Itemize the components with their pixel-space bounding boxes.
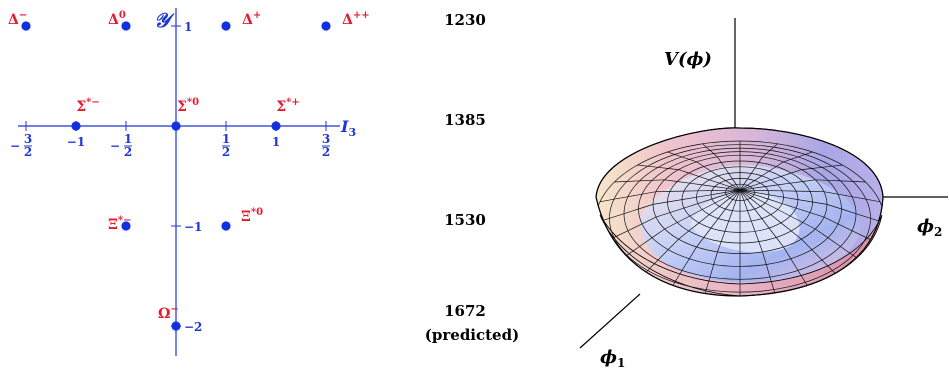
x-tick-label: −1: [67, 135, 85, 149]
mesh-spoke: [599, 189, 741, 203]
particle-6: Σ*+: [271, 97, 300, 131]
mesh-spoke: [739, 189, 843, 282]
mesh-spoke: [739, 189, 778, 296]
mesh-spoke: [667, 151, 741, 191]
particle-7: Ξ*−: [108, 215, 131, 233]
particle-0: Δ−: [8, 10, 31, 31]
y-tick-label: 1: [184, 20, 192, 34]
svg-text:2: 2: [124, 145, 132, 159]
mesh-spoke: [702, 189, 741, 296]
particle-3: Δ++: [321, 10, 370, 31]
mass-value: 1530: [444, 211, 486, 229]
particle-label: Ω−: [158, 304, 179, 322]
mesh-spoke: [637, 164, 741, 191]
decuplet-particles: Δ− Δ0 Δ+ Δ++ Σ*− Σ*0 Σ*+ Ξ*− Ξ*0Ω−: [8, 10, 370, 331]
particle-label: Ξ*0: [241, 207, 263, 225]
particle-dot: [71, 121, 81, 131]
mass-value: 1230: [444, 11, 486, 29]
particle-dot: [121, 21, 131, 31]
particle-label: Δ++: [342, 10, 370, 28]
particle-label: Σ*0: [177, 97, 199, 115]
phi1-label: ϕ1: [600, 347, 625, 370]
particle-dot: [221, 21, 231, 31]
particle-label: Δ−: [8, 10, 27, 28]
particle-dot: [321, 21, 331, 31]
bowl-front-rim: [599, 214, 883, 297]
mass-note: (predicted): [425, 326, 519, 344]
phi2-label: ϕ2: [917, 216, 942, 239]
particle-label: Δ+: [242, 10, 261, 28]
i3-axis-label: I3: [340, 117, 356, 139]
mesh-spoke: [637, 189, 741, 282]
mesh-spoke: [614, 189, 741, 265]
mesh-spoke: [739, 164, 843, 191]
decuplet-axes: 𝒴 I3: [18, 8, 356, 356]
particle-dot: [121, 221, 131, 231]
x-tick-label: −12: [110, 132, 132, 159]
mesh-spoke: [739, 151, 813, 191]
v-phi-label: V(ϕ): [664, 49, 712, 70]
mesh-spoke: [667, 189, 741, 295]
x-tick-label: 32: [322, 132, 330, 159]
particle-1: Δ0: [108, 10, 131, 31]
mesh-spoke: [614, 179, 741, 191]
particle-dot: [171, 121, 181, 131]
mesh-spoke: [702, 143, 741, 191]
svg-text:3: 3: [24, 132, 32, 146]
bowl-wireframe-mesh: [596, 140, 883, 296]
svg-text:1: 1: [124, 132, 132, 146]
particle-2: Δ+: [221, 10, 261, 31]
mesh-spoke: [739, 189, 813, 295]
bowl-central-hump: [690, 192, 800, 253]
svg-text:2: 2: [24, 145, 32, 159]
mesh-spoke: [599, 189, 741, 245]
mesh-spoke: [739, 189, 883, 224]
mesh-spoke: [739, 189, 866, 265]
mass-column: 1230 1385 1530 1672 (predicted): [425, 11, 519, 344]
mesh-spoke: [739, 189, 881, 245]
phi1-axis: [579, 293, 641, 349]
svg-text:−: −: [110, 139, 120, 153]
x-tick-label: −32: [10, 132, 32, 159]
svg-text:1: 1: [222, 132, 230, 146]
mass-value: 1385: [444, 111, 486, 129]
svg-text:2: 2: [322, 145, 330, 159]
particle-9: Ω−: [158, 304, 181, 331]
svg-text:3: 3: [322, 132, 330, 146]
particle-dot: [221, 221, 231, 231]
svg-text:−: −: [10, 139, 20, 153]
particle-dot: [171, 321, 181, 331]
mesh-spoke: [739, 143, 778, 191]
mesh-spoke: [739, 189, 881, 203]
particle-label: Σ*−: [76, 97, 100, 115]
particle-label: Σ*+: [276, 97, 300, 115]
y-axis-label: 𝒴: [154, 8, 175, 32]
particle-dot: [21, 21, 31, 31]
svg-text:2: 2: [222, 145, 230, 159]
particle-dot: [271, 121, 281, 131]
particle-label: Ξ*−: [108, 215, 131, 233]
particle-5: Σ*0: [171, 97, 199, 131]
y-tick-label: −1: [184, 220, 202, 234]
mesh-spoke: [739, 179, 866, 191]
particle-label: Δ0: [108, 10, 126, 28]
bowl-outline: [595, 127, 884, 297]
x-tick-label: 1: [272, 135, 280, 149]
particle-4: Σ*−: [71, 97, 100, 131]
mass-value: 1672: [444, 302, 486, 320]
x-tick-label: 12: [222, 132, 230, 159]
mesh-spoke: [596, 189, 741, 224]
y-tick-label: −2: [184, 320, 202, 334]
particle-8: Ξ*0: [221, 207, 263, 231]
mexican-hat-potential: V(ϕ) ϕ2 ϕ1: [579, 18, 948, 370]
